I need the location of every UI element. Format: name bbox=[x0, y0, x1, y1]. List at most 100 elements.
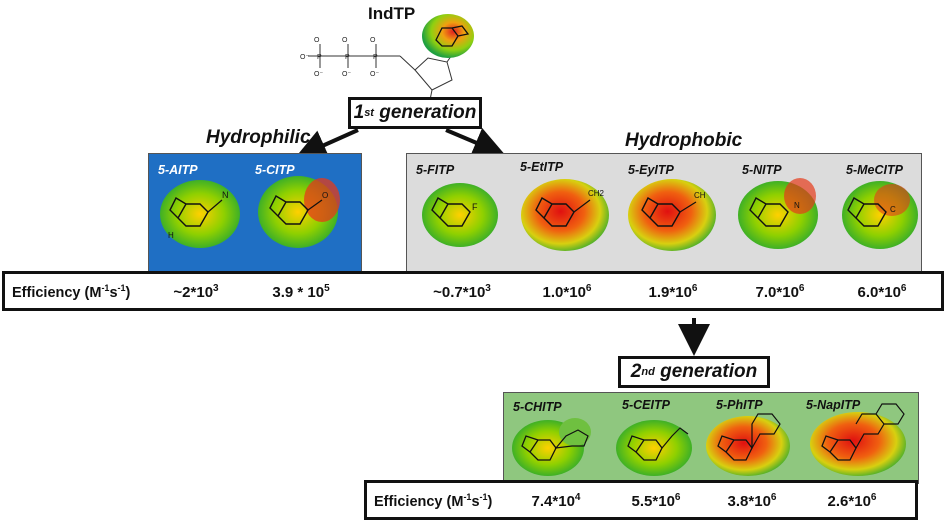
molecule-5-fitp: F bbox=[422, 183, 498, 247]
efficiency-5-phitp: 3.8*106 bbox=[728, 492, 777, 510]
eff-exp: 3 bbox=[485, 283, 491, 294]
atom-c-mecitp: C bbox=[890, 205, 896, 214]
arrow-to-hydrophobic bbox=[445, 127, 506, 158]
efficiency-5-fitp: ~0.7*103 bbox=[433, 283, 491, 301]
eff-base: 7.4*10 bbox=[531, 493, 575, 510]
svg-text:O⁻: O⁻ bbox=[342, 71, 351, 78]
first-generation-suffix: generation bbox=[373, 102, 477, 123]
eff-exp: 6 bbox=[674, 492, 681, 503]
atom-n-aitp: N bbox=[222, 190, 229, 200]
eff-exp: 3 bbox=[213, 283, 219, 294]
arrow-to-hydrophilic bbox=[294, 128, 359, 160]
svg-text:O⁻: O⁻ bbox=[370, 71, 379, 78]
eff-base: 6.0*10 bbox=[857, 284, 901, 301]
eff-label-text-2: Efficiency (M bbox=[374, 493, 464, 510]
eff-label-text-1: Efficiency (M bbox=[12, 284, 102, 301]
molecule-5-citp: O bbox=[258, 176, 340, 248]
molecule-5-phitp bbox=[706, 413, 790, 476]
eff-base: 5.5*10 bbox=[631, 493, 675, 510]
eff-label-sup1-2: -1 bbox=[463, 492, 472, 502]
second-generation-sup: nd bbox=[641, 366, 655, 378]
compound-label-5-phitp: 5-PhITP bbox=[716, 398, 763, 412]
efficiency-5-chitp: 7.4*104 bbox=[532, 492, 581, 510]
efficiency-label-gen2: Efficiency (M-1s-1) bbox=[374, 492, 492, 510]
compound-label-5-citp: 5-CITP bbox=[255, 163, 295, 177]
compound-label-5-nitp: 5-NITP bbox=[742, 163, 782, 177]
eff-exp: 6 bbox=[585, 283, 592, 294]
efficiency-row-gen1 bbox=[2, 271, 944, 311]
efficiency-5-eyitp: 1.9*106 bbox=[649, 283, 698, 301]
efficiency-5-ceitp: 5.5*106 bbox=[632, 492, 681, 510]
compound-label-5-fitp: 5-FITP bbox=[416, 163, 455, 177]
eff-base: 1.9*10 bbox=[648, 284, 692, 301]
atom-nh-aitp: H bbox=[168, 231, 174, 240]
molecule-5-aitp: N H bbox=[160, 180, 240, 248]
svg-text:O: O bbox=[314, 37, 320, 44]
eff-base: ~2*10 bbox=[173, 284, 214, 301]
compound-label-5-eyitp: 5-EyITP bbox=[628, 163, 674, 177]
hydrophobic-label: Hydrophobic bbox=[625, 130, 743, 151]
eff-label-sup2-1: -1 bbox=[117, 283, 126, 293]
eff-base: ~0.7*10 bbox=[433, 284, 486, 301]
eff-label-mid-2: s bbox=[471, 493, 480, 510]
eff-exp: 6 bbox=[798, 283, 805, 294]
svg-text:O⁻: O⁻ bbox=[314, 71, 323, 78]
eff-base: 2.6*10 bbox=[827, 493, 871, 510]
atom-o-citp: O bbox=[322, 191, 328, 200]
svg-text:O: O bbox=[342, 37, 348, 44]
molecule-5-ceitp bbox=[616, 420, 692, 476]
svg-text:P: P bbox=[345, 54, 350, 61]
parent-title: IndTP bbox=[368, 4, 416, 23]
efficiency-5-mecitp: 6.0*106 bbox=[858, 283, 907, 301]
efficiency-5-citp: 3.9 * 105 bbox=[272, 283, 329, 301]
compound-label-5-ceitp: 5-CEITP bbox=[622, 398, 670, 412]
indtp-esp-surface bbox=[422, 14, 474, 58]
eff-base: 7.0*10 bbox=[755, 284, 799, 301]
molecule-5-nitp: N bbox=[738, 178, 818, 249]
compound-label-5-chitp: 5-CHITP bbox=[513, 400, 562, 414]
eff-exp: 6 bbox=[770, 492, 777, 503]
first-generation-num: 1 bbox=[353, 102, 365, 123]
eff-label-end-1: ) bbox=[125, 284, 131, 301]
eff-exp: 5 bbox=[324, 283, 330, 294]
svg-text:O: O bbox=[370, 37, 376, 44]
atom-ch-eyitp: CH bbox=[694, 191, 706, 200]
eff-exp: 6 bbox=[691, 283, 698, 294]
svg-text:P: P bbox=[317, 54, 322, 61]
second-generation-suffix: generation bbox=[654, 361, 758, 382]
eff-base: 1.0*10 bbox=[542, 284, 586, 301]
eff-label-sup2-2: -1 bbox=[479, 492, 488, 502]
eff-base: 3.8*10 bbox=[727, 493, 771, 510]
eff-exp: 4 bbox=[574, 492, 581, 503]
efficiency-5-nitp: 7.0*106 bbox=[756, 283, 805, 301]
eff-label-mid-1: s bbox=[109, 284, 118, 301]
first-generation-sup: st bbox=[364, 107, 374, 119]
hydrophilic-label: Hydrophilic bbox=[206, 127, 311, 148]
atom-ch2-etitp: CH2 bbox=[588, 189, 605, 198]
svg-text:P: P bbox=[373, 54, 378, 61]
atom-n-nitp: N bbox=[794, 201, 800, 210]
molecule-5-napitp bbox=[810, 403, 906, 476]
efficiency-5-aitp: ~2*103 bbox=[173, 283, 218, 301]
molecule-5-etitp: CH2 bbox=[521, 179, 609, 251]
efficiency-5-etitp: 1.0*106 bbox=[543, 283, 592, 301]
eff-label-sup1-1: -1 bbox=[101, 283, 110, 293]
compound-label-5-napitp: 5-NapITP bbox=[806, 398, 861, 412]
eff-label-end-2: ) bbox=[487, 493, 493, 510]
atom-f-fitp: F bbox=[472, 202, 478, 212]
eff-exp: 6 bbox=[900, 283, 907, 294]
compound-label-5-aitp: 5-AITP bbox=[158, 163, 198, 177]
molecule-5-chitp bbox=[512, 418, 591, 476]
molecule-5-mecitp: C bbox=[842, 181, 918, 249]
eff-exp: 6 bbox=[870, 492, 877, 503]
efficiency-5-napitp: 2.6*106 bbox=[828, 492, 877, 510]
efficiency-row-gen2 bbox=[364, 480, 918, 520]
eff-base: 3.9 * 10 bbox=[272, 284, 325, 301]
